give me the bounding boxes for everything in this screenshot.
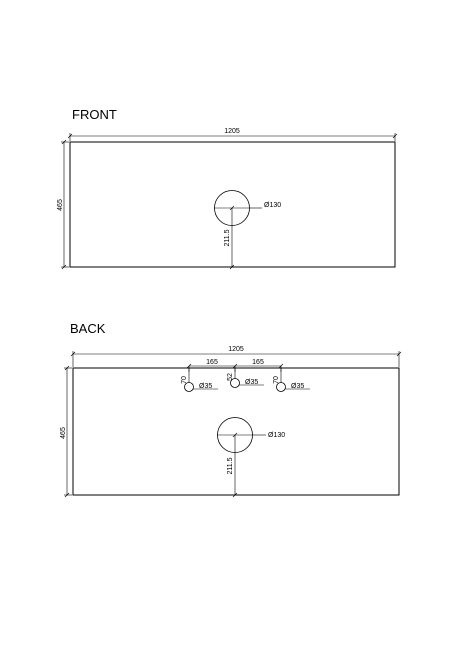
- back-width-dimension: 1205: [70, 346, 402, 367]
- front-width-dimension: 1205: [67, 128, 398, 141]
- front-title: FRONT: [72, 107, 117, 122]
- front-hole-diameter-label: Ø130: [264, 202, 281, 209]
- back-tap-hole-right: [276, 382, 286, 392]
- back-spacing-dimension: 165 165: [186, 359, 284, 372]
- back-small-hole-diameter-left-label: Ø35: [199, 383, 212, 390]
- front-hole-offset-label: 211.5: [224, 229, 231, 246]
- back-title: BACK: [70, 321, 106, 336]
- front-height-dimension: 465: [57, 139, 69, 270]
- back-width-label: 1205: [228, 346, 244, 353]
- back-small-hole-diameter-mid-label: Ø35: [245, 379, 258, 386]
- front-panel-outline: [69, 141, 396, 268]
- back-spacing-right-label: 165: [252, 359, 264, 366]
- back-height-dimension: 465: [60, 365, 72, 498]
- back-small-hole-offset-mid-label: 52: [227, 373, 234, 381]
- back-small-hole-mid: 52 Ø35: [227, 368, 264, 388]
- front-view: FRONT 1205 465 Ø130 211.5: [57, 107, 398, 270]
- back-small-hole-offset-right-label: 70: [273, 376, 280, 384]
- back-hole-offset-label: 211.5: [227, 457, 234, 474]
- back-view: BACK 1205 165 165: [60, 321, 402, 498]
- back-tap-hole-left: [184, 382, 194, 392]
- back-panel-outline: [72, 367, 400, 496]
- front-width-label: 1205: [224, 128, 240, 135]
- back-small-hole-offset-left-label: 70: [181, 376, 188, 384]
- back-spacing-left-label: 165: [206, 359, 218, 366]
- front-height-label: 465: [57, 199, 64, 211]
- back-tap-hole-mid: [230, 378, 240, 388]
- back-small-hole-diameter-right-label: Ø35: [291, 383, 304, 390]
- back-small-hole-right: 70 Ø35: [273, 368, 310, 392]
- back-hole-diameter-label: Ø130: [268, 432, 285, 439]
- back-height-label: 465: [60, 427, 67, 439]
- back-small-hole-left: 70 Ø35: [181, 368, 218, 392]
